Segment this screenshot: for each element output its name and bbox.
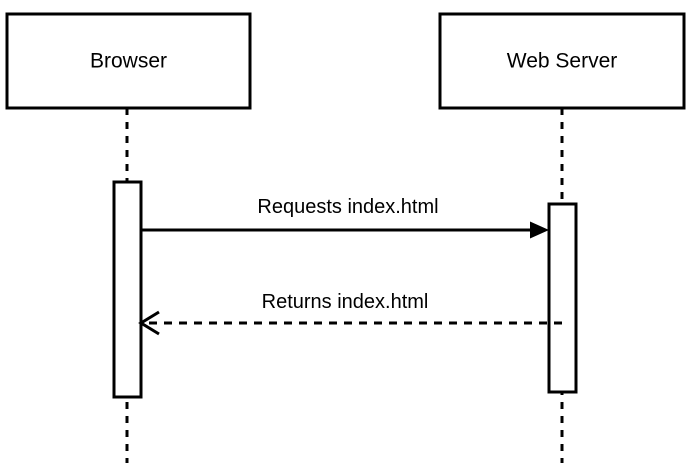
participant-web-server[interactable]: Web Server <box>438 12 686 110</box>
message-label-request: Requests index.html <box>257 196 438 218</box>
participant-label-browser: Browser <box>90 50 167 73</box>
participant-box-browser[interactable] <box>5 12 252 110</box>
participant-box-web-server[interactable] <box>438 12 686 110</box>
message-request[interactable]: Requests index.html <box>141 196 549 239</box>
participant-label-web-server: Web Server <box>507 50 618 73</box>
message-response[interactable]: Returns index.html <box>138 291 562 336</box>
arrowhead-open-icon <box>138 310 160 336</box>
message-label-response: Returns index.html <box>262 291 429 313</box>
activation-bar-web-server[interactable] <box>547 202 578 394</box>
activation-bar-browser[interactable] <box>112 180 143 399</box>
participant-browser[interactable]: Browser <box>5 12 252 110</box>
arrowhead-filled-icon <box>530 221 549 239</box>
